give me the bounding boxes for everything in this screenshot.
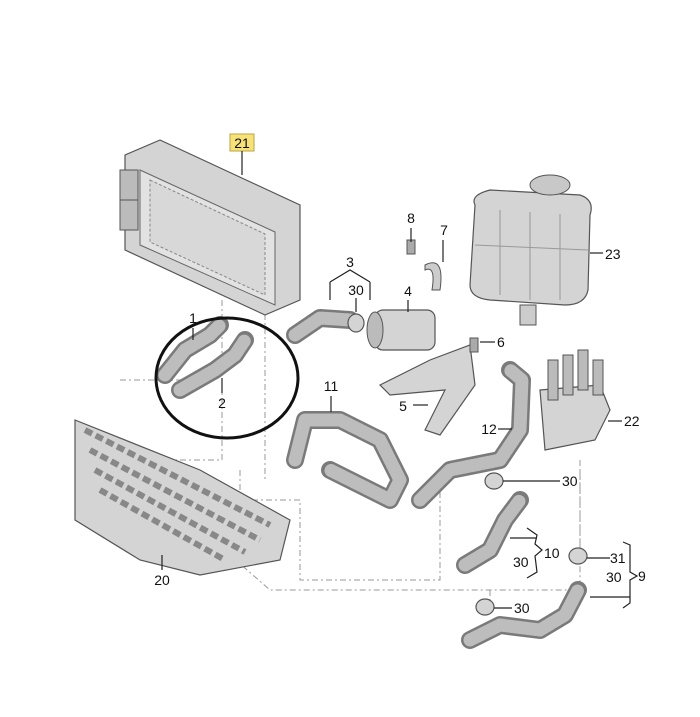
label-9: 9: [638, 568, 646, 584]
label-21: 21: [234, 135, 250, 151]
label-7: 7: [440, 222, 448, 238]
label-12: 12: [481, 421, 497, 437]
coolant-distributor: [539, 349, 611, 451]
label-30-group10: 30: [513, 554, 529, 570]
label-22: 22: [624, 413, 640, 429]
label-3: 3: [346, 254, 354, 270]
leader-lines: [161, 228, 639, 609]
coolant-pump: [366, 239, 479, 436]
heater-core: [119, 139, 301, 316]
label-1: 1: [189, 310, 197, 326]
label-23: 23: [605, 246, 621, 262]
label-4: 4: [404, 283, 412, 299]
battery-cooling-plate: [74, 419, 291, 576]
label-30-clamp: 30: [348, 282, 364, 298]
label-6: 6: [497, 334, 505, 350]
label-2: 2: [218, 395, 226, 411]
label-10: 10: [544, 545, 560, 561]
part-labels: 21 8 7 23 3 30 4 1 6 2 11 5 12 22 30 20 …: [154, 135, 646, 616]
label-30-bottom: 30: [514, 600, 530, 616]
label-31: 31: [610, 550, 626, 566]
label-11: 11: [324, 378, 339, 394]
coolant-reservoir: [469, 174, 592, 326]
label-30-right: 30: [562, 473, 578, 489]
label-20: 20: [154, 572, 170, 588]
hoses: [156, 309, 587, 649]
label-30-group9: 30: [606, 569, 622, 585]
highlight-circle: [154, 316, 300, 440]
label-5: 5: [399, 398, 407, 414]
label-8: 8: [407, 210, 415, 226]
hose-clamps: [347, 313, 588, 616]
